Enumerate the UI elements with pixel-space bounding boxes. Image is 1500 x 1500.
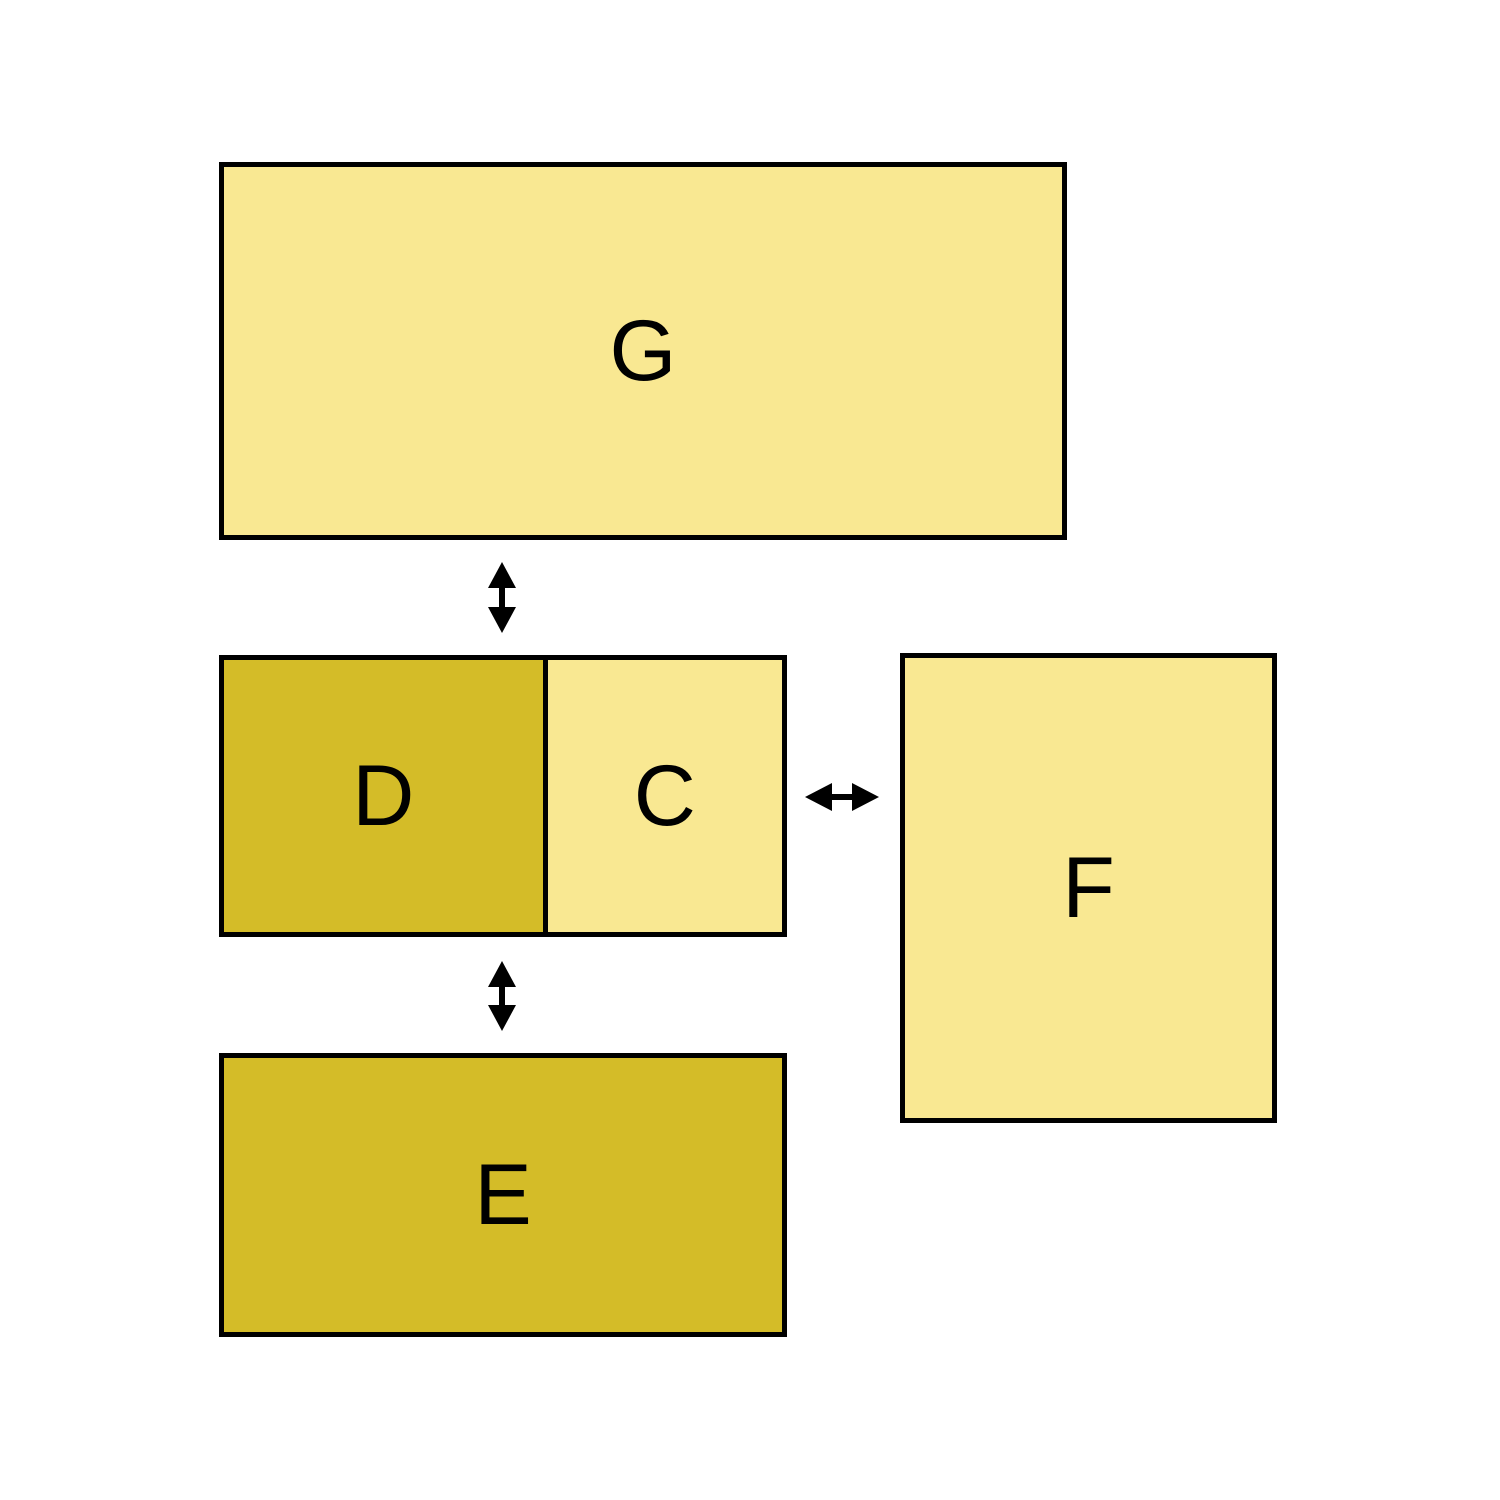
node-d: D (224, 660, 548, 932)
node-c-label: C (633, 748, 696, 844)
arrow-head-up-icon (488, 562, 516, 588)
node-dc-group: D C (219, 655, 787, 937)
arrow-head-left-icon (805, 783, 832, 811)
arrow-head-up-icon (488, 961, 516, 987)
node-g-label: G (609, 303, 677, 399)
arrow-dc-e (488, 961, 516, 1031)
arrow-head-right-icon (852, 783, 879, 811)
arrow-c-f (805, 783, 879, 811)
node-f-label: F (1062, 840, 1115, 936)
arrow-head-down-icon (488, 607, 516, 633)
node-d-label: D (352, 748, 415, 844)
node-e-label: E (474, 1147, 532, 1243)
node-c: C (547, 660, 782, 932)
node-g: G (219, 162, 1067, 540)
arrow-head-down-icon (488, 1005, 516, 1031)
node-f: F (900, 653, 1277, 1123)
node-e: E (219, 1053, 787, 1337)
arrow-g-dc (488, 562, 516, 633)
